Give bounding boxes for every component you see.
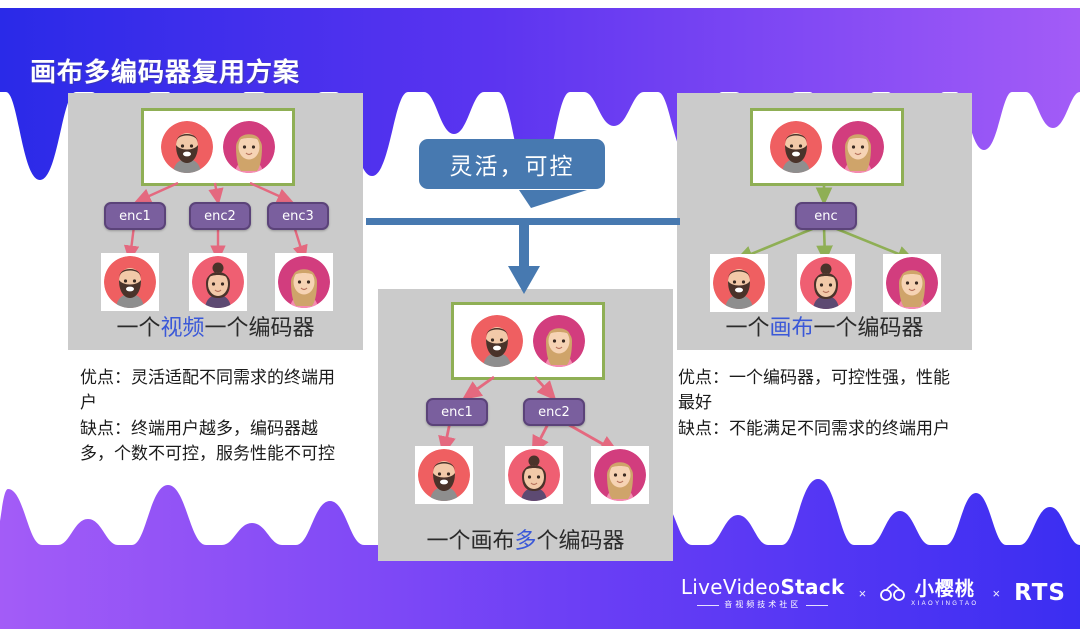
caption-center-post: 个编码器: [536, 529, 625, 554]
top-drip-band: [0, 0, 1080, 250]
enc-chip-center-2[interactable]: enc2: [523, 398, 585, 426]
canvas-source-left: [141, 108, 295, 186]
footer-logos: LiveVideoStack 音视频技术社区 × 小樱桃 XIAOYINGTAO…: [681, 577, 1066, 609]
avatar-blonde-woman: [886, 257, 938, 309]
livevideostack-subtitle: 音视频技术社区: [697, 600, 829, 609]
avatar-beard-man: [104, 256, 156, 308]
xiaoyingtao-pinyin: XIAOYINGTAO: [911, 600, 979, 607]
output-thumb-right-1: [710, 254, 768, 312]
separator-x-2: ×: [992, 585, 1001, 601]
xiaoyingtao-cn: 小樱桃: [914, 577, 975, 600]
caption-right-pre: 一个: [725, 316, 770, 341]
avatar-blonde-woman: [278, 256, 330, 308]
avatar-blonde-woman: [594, 449, 646, 501]
page-title: 画布多编码器复用方案: [30, 58, 301, 88]
enc-chip-right-1[interactable]: enc: [795, 202, 857, 230]
callout-bubble-text: 灵活，可控: [449, 154, 575, 180]
avatar-blonde-woman: [223, 121, 275, 173]
avatar-beard-man: [161, 121, 213, 173]
notes-left: 优点：灵活适配不同需求的终端用户 缺点：终端用户越多，编码器越多，个数不可控，服…: [80, 366, 350, 469]
separator-x-1: ×: [858, 585, 867, 601]
callout-bubble: 灵活，可控: [419, 139, 605, 208]
caption-right-post: 一个编码器: [813, 316, 924, 341]
avatar-bun-woman: [800, 257, 852, 309]
output-thumb-center-3: [591, 446, 649, 504]
output-thumb-right-2: [797, 254, 855, 312]
caption-center: 一个画布多个编码器: [378, 523, 673, 555]
avatar-bun-woman: [192, 256, 244, 308]
rule-right: [806, 604, 829, 606]
canvas-source-center: [451, 302, 605, 380]
avatar-beard-man: [471, 315, 523, 367]
output-thumb-center-2: [505, 446, 563, 504]
canvas-source-right: [750, 108, 904, 186]
avatar-beard-man: [770, 121, 822, 173]
notes-right-pros: 优点：一个编码器，可控性强，性能最好: [678, 368, 950, 413]
caption-left-post: 一个编码器: [204, 316, 315, 341]
panel-one-video-one-encoder: enc1 enc2 enc3: [68, 93, 363, 350]
avatar-bun-woman: [508, 449, 560, 501]
enc-chip-left-2[interactable]: enc2: [189, 202, 251, 230]
output-thumb-left-2: [189, 253, 247, 311]
brand-stack: Stack: [780, 575, 845, 599]
rule-left: [697, 604, 720, 606]
caption-center-highlight: 多: [514, 529, 537, 554]
caption-right-highlight: 画布: [769, 316, 814, 341]
flow-down-arrow: [502, 218, 546, 296]
notes-left-cons: 缺点：终端用户越多，编码器越多，个数不可控，服务性能不可控: [80, 419, 335, 464]
avatar-beard-man: [713, 257, 765, 309]
caption-left-pre: 一个: [116, 316, 161, 341]
callout-bubble-tail: [419, 188, 605, 208]
caption-center-pre: 一个画布: [426, 529, 515, 554]
panel-one-canvas-one-encoder: enc: [677, 93, 972, 350]
cherry-icon: [880, 581, 906, 606]
brand-video: Video: [722, 575, 781, 599]
xiaoyingtao-wordmark: 小樱桃 XIAOYINGTAO: [911, 577, 979, 607]
output-thumb-right-3: [883, 254, 941, 312]
xiaoyingtao-logo: 小樱桃 XIAOYINGTAO: [880, 577, 979, 607]
output-thumb-left-3: [275, 253, 333, 311]
caption-right: 一个画布一个编码器: [677, 310, 972, 342]
rts-logo: RTS: [1014, 580, 1066, 606]
avatar-beard-man: [418, 449, 470, 501]
enc-chip-left-1[interactable]: enc1: [104, 202, 166, 230]
enc-chip-center-1[interactable]: enc1: [426, 398, 488, 426]
avatar-blonde-woman: [533, 315, 585, 367]
notes-right-cons: 缺点：不能满足不同需求的终端用户: [678, 419, 950, 440]
avatar-blonde-woman: [832, 121, 884, 173]
output-thumb-left-1: [101, 253, 159, 311]
caption-left: 一个视频一个编码器: [68, 310, 363, 342]
caption-left-highlight: 视频: [160, 316, 205, 341]
output-thumb-center-1: [415, 446, 473, 504]
livevideostack-logo: LiveVideoStack 音视频技术社区: [681, 577, 845, 609]
notes-left-pros: 优点：灵活适配不同需求的终端用户: [80, 368, 335, 413]
enc-chip-left-3[interactable]: enc3: [267, 202, 329, 230]
livevideostack-subtitle-text: 音视频技术社区: [724, 600, 802, 609]
panel-one-canvas-multi-encoder: enc1 enc2: [378, 289, 673, 561]
brand-live: Live: [680, 575, 723, 599]
livevideostack-wordmark: LiveVideoStack: [681, 577, 845, 597]
notes-right: 优点：一个编码器，可控性强，性能最好 缺点：不能满足不同需求的终端用户: [678, 366, 950, 444]
